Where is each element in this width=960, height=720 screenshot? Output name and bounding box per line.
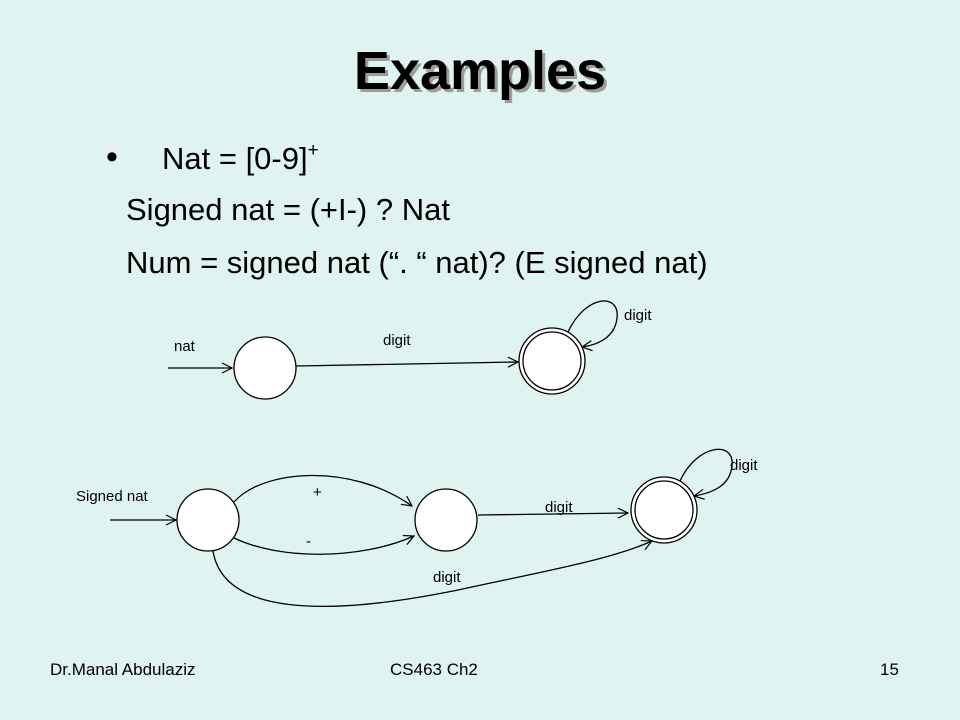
line-nat-definition: Nat = [0-9]+	[162, 140, 319, 177]
nat-start-label: nat	[174, 338, 196, 355]
signed-accept-state-inner	[634, 480, 694, 540]
signed-sign-state	[414, 488, 478, 552]
signed-digit-loop	[679, 448, 733, 496]
nat-automaton: nat digit digit	[168, 300, 652, 400]
line-signed-nat-definition: Signed nat = (+I-) ? Nat	[126, 192, 450, 227]
signed-nat-automaton: Signed nat + - digit digit digit	[76, 448, 758, 607]
plus-superscript: +	[307, 140, 319, 161]
nat-loop-label: digit	[624, 307, 652, 324]
nat-digit-label: digit	[383, 332, 411, 349]
nat-definition-text: Nat = [0-9]	[162, 141, 308, 176]
signed-start-state	[176, 488, 240, 552]
signed-accept-state-outer	[630, 476, 698, 544]
signed-start-label: Signed nat	[76, 488, 149, 505]
plus-label: +	[313, 484, 322, 501]
nat-digit-loop	[567, 300, 618, 347]
plus-transition	[233, 474, 412, 506]
sign-digit-transition	[477, 513, 628, 515]
start-digit-transition	[212, 541, 652, 607]
minus-transition	[233, 536, 414, 555]
footer-page-number: 15	[880, 660, 899, 679]
nat-accept-state-outer	[518, 327, 586, 395]
start-digit-label: digit	[433, 569, 461, 586]
slide-title: Examples	[353, 41, 607, 101]
nat-digit-transition	[295, 362, 518, 366]
nat-start-state	[233, 336, 297, 400]
footer-course: CS463 Ch2	[390, 660, 478, 679]
sign-digit-label: digit	[545, 499, 573, 516]
footer-author: Dr.Manal Abdulaziz	[50, 660, 196, 679]
line-num-definition: Num = signed nat (“. “ nat)? (E signed n…	[126, 245, 708, 280]
nat-accept-state-inner	[522, 331, 582, 391]
bullet-icon: •	[106, 138, 118, 176]
signed-loop-label: digit	[730, 457, 758, 474]
minus-label: -	[306, 533, 311, 550]
